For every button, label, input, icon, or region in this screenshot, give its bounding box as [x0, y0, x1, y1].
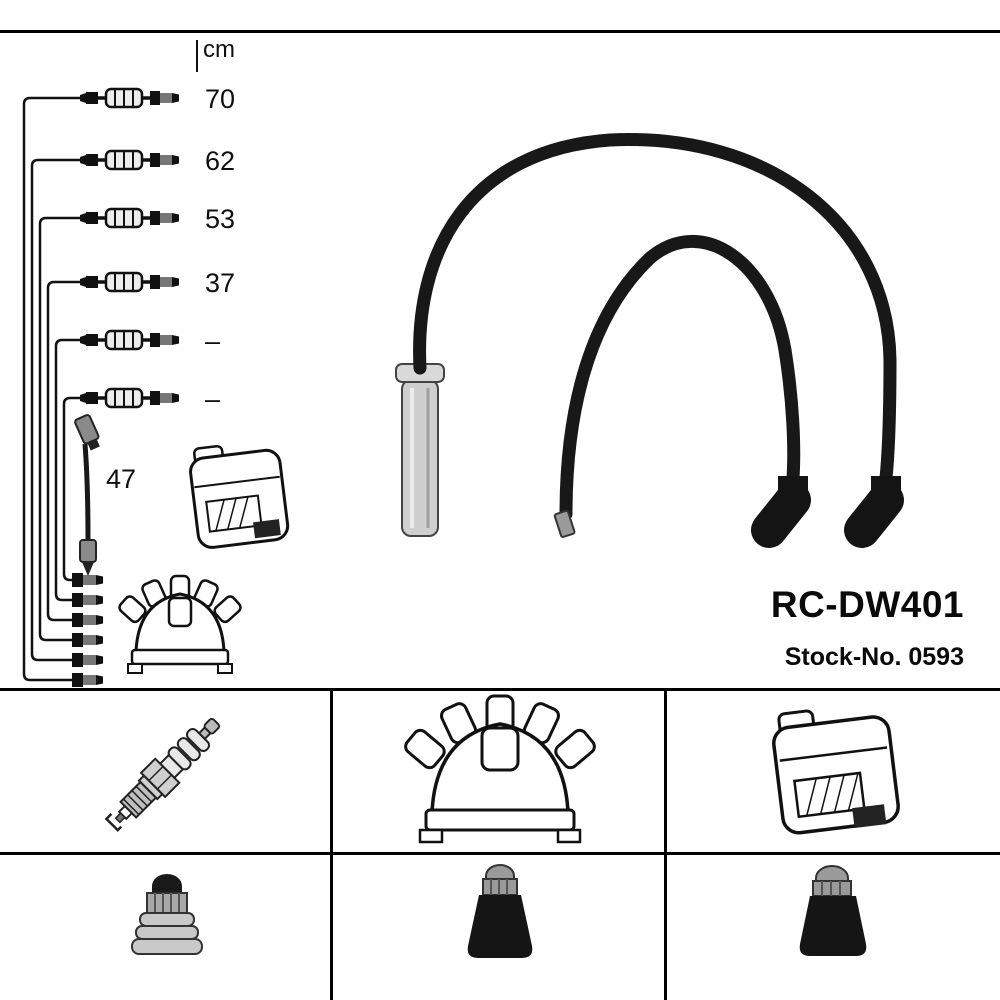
wire-terminal	[553, 509, 576, 538]
terminal-stub	[72, 673, 103, 687]
cable-length-value: 37	[205, 268, 236, 298]
component-reference-grid	[0, 688, 1000, 1000]
cable-row	[78, 271, 181, 293]
terminal-stub	[72, 613, 103, 627]
grid-cell-boot-3	[667, 855, 1000, 1000]
cable-length-value: 70	[205, 84, 236, 114]
ignition-coil-icon-small	[189, 444, 290, 549]
stock-number: Stock-No. 0593	[784, 643, 964, 671]
cable-length-diagram	[22, 40, 198, 687]
cable-length-value: –	[205, 384, 221, 414]
cable-length-value: –	[205, 326, 221, 356]
grid-cell-ignition-coil	[667, 691, 1000, 855]
cable-row	[78, 387, 181, 409]
grid-cell-distributor-cap	[333, 691, 667, 855]
elbow-boot	[844, 476, 904, 548]
coil-wire-drawing	[74, 414, 100, 576]
ignition-wire-set-drawing	[395, 133, 904, 548]
terminal-stub	[72, 653, 103, 667]
grid-cell-boot-2	[333, 855, 667, 1000]
ignition-wire	[413, 133, 897, 485]
terminal-stub	[72, 573, 103, 587]
coil-wire-length-value: 47	[106, 464, 137, 494]
cable-length-value: 53	[205, 204, 236, 234]
unit-label: cm	[203, 36, 235, 63]
elbow-boot	[751, 476, 811, 548]
cable-row	[78, 87, 181, 109]
part-number: RC-DW401	[770, 584, 964, 625]
grid-cell-spark-plug	[0, 691, 333, 855]
terminal-stub	[72, 593, 103, 607]
ignition-wire	[559, 234, 801, 521]
straight-boot	[395, 363, 445, 537]
terminal-stub	[72, 633, 103, 647]
grid-cell-boot-1	[0, 855, 333, 1000]
cable-row	[78, 149, 181, 171]
cable-row	[78, 329, 181, 351]
cable-length-value: 62	[205, 146, 236, 176]
cable-row	[78, 207, 181, 229]
distributor-cap-icon-small	[118, 574, 242, 674]
top-divider-line	[0, 30, 1000, 33]
